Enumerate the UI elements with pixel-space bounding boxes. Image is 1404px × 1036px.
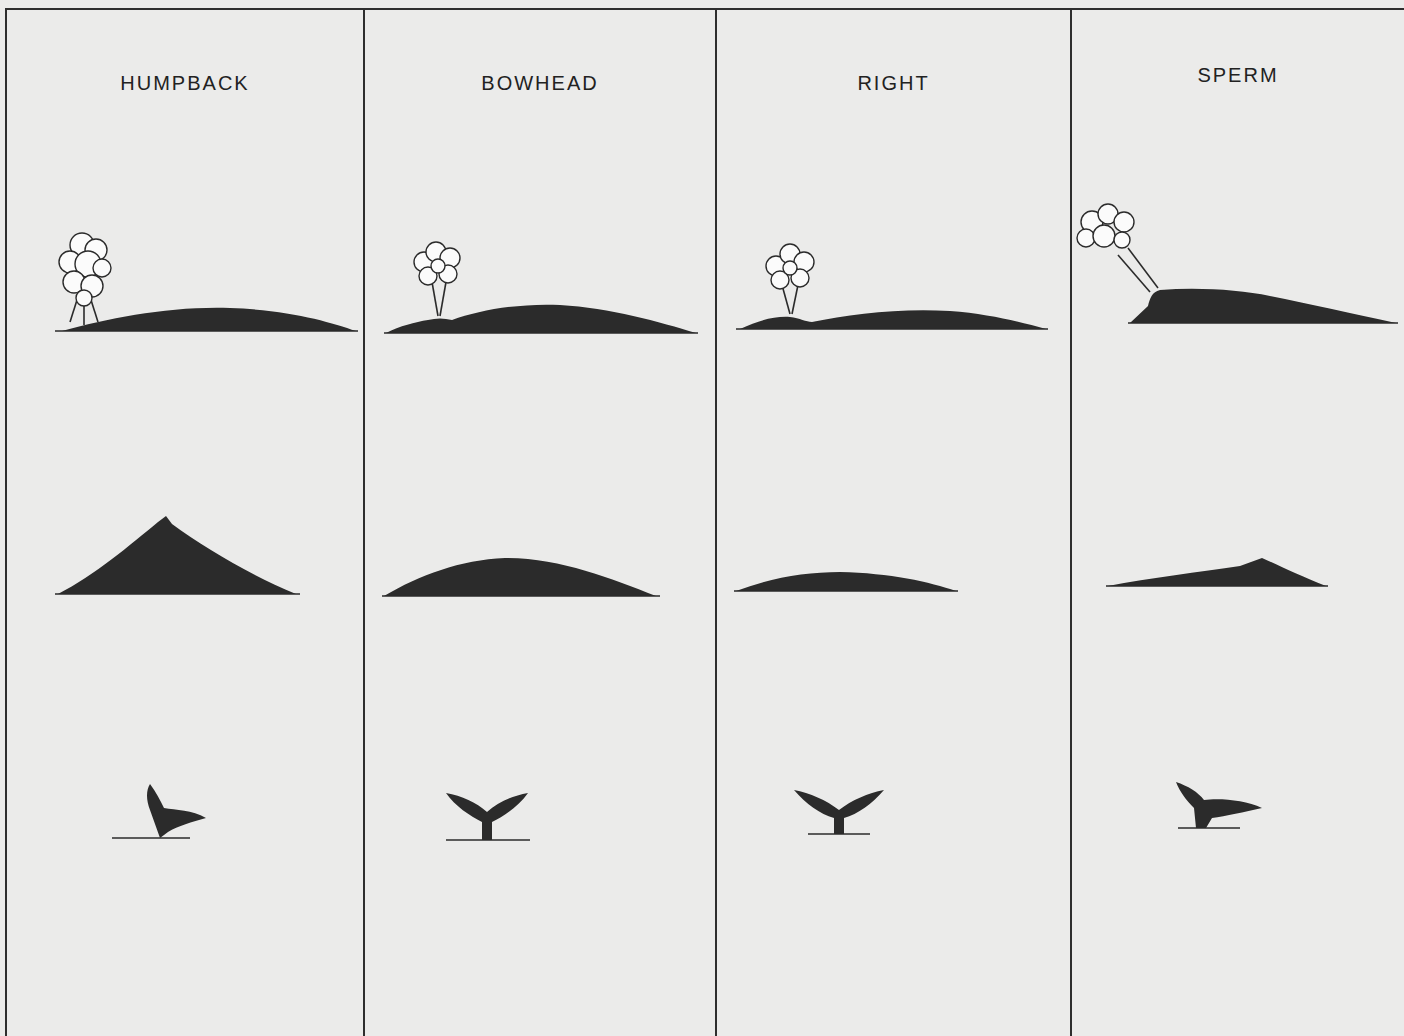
whale-panel: RIGHT <box>715 8 1070 1036</box>
whale-panel: SPERM <box>1070 8 1404 1036</box>
whale-panel: HUMPBACK <box>5 8 363 1036</box>
whale-panel: BOWHEAD <box>363 8 715 1036</box>
whale-name: SPERM <box>1072 64 1404 87</box>
whale-name: HUMPBACK <box>7 72 363 95</box>
whale-name: BOWHEAD <box>365 72 715 95</box>
whale-name: RIGHT <box>717 72 1070 95</box>
